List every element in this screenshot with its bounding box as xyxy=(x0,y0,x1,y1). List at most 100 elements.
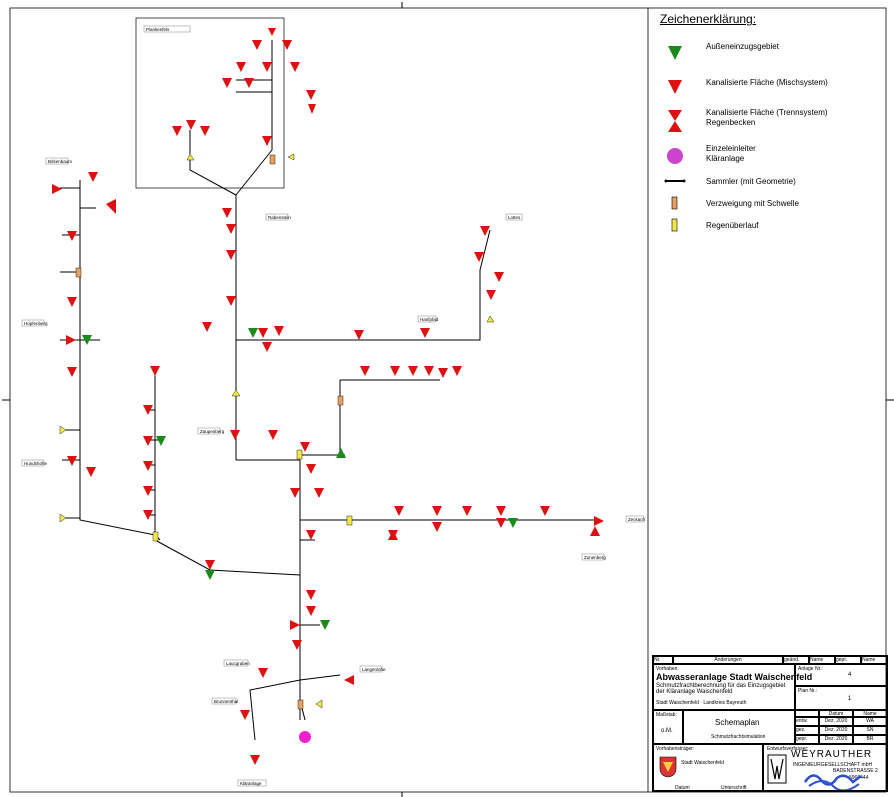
date-header-spacer xyxy=(795,710,819,717)
date-entw: Dez. 2020 xyxy=(819,717,853,726)
mixed-catchment-node xyxy=(250,755,260,765)
scale-label: Maßstab: xyxy=(656,712,677,718)
mixed-catchment-node xyxy=(236,62,246,72)
regen-overflow-marker xyxy=(346,515,353,526)
header-changes: Änderungen xyxy=(673,656,783,664)
overflow-marker xyxy=(59,513,67,523)
mixed-catchment-node xyxy=(200,126,210,136)
overflow-marker xyxy=(186,153,195,161)
coat-of-arms-icon xyxy=(659,756,677,778)
outer-catchment-icon xyxy=(668,46,682,60)
mixed-catchment-node xyxy=(222,208,232,218)
mixed-catchment-node xyxy=(394,506,404,516)
mixed-catchment-node xyxy=(306,530,316,540)
scale-cell xyxy=(653,710,683,744)
mixed-catchment-node xyxy=(143,436,153,446)
mixed-catchment-node xyxy=(88,172,98,182)
mixed-catchment-node xyxy=(67,367,77,377)
place-label: Zaupenberg xyxy=(200,429,225,434)
mixed-catchment-node xyxy=(420,328,430,338)
mixed-catchment-node xyxy=(408,366,418,376)
overflow-marker xyxy=(486,315,495,323)
overflow-marker xyxy=(231,389,241,397)
name-header: Name xyxy=(853,710,887,717)
mixed-catchment-node xyxy=(143,461,153,471)
collector-pipe-icon xyxy=(664,179,686,183)
mixed-catchment-node xyxy=(143,486,153,496)
plan-cell xyxy=(795,686,887,710)
legend-item-overflow: Regenüberlauf xyxy=(652,212,890,238)
branch-marker xyxy=(297,699,304,710)
mixed-catchment-node xyxy=(480,226,490,236)
mixed-catchment-node xyxy=(306,606,316,616)
mixed-catchment-node xyxy=(202,322,212,332)
mixed-catchment-node xyxy=(52,184,62,194)
mixed-catchment-node xyxy=(344,675,354,685)
branch-marker xyxy=(337,395,344,406)
place-label: Lottes xyxy=(508,215,521,220)
outer-catchment-node xyxy=(156,436,166,446)
mixed-catchment-node xyxy=(424,366,434,376)
mixed-catchment-node xyxy=(67,456,77,466)
name-entw: WA xyxy=(853,717,887,726)
mixed-catchment-node xyxy=(226,296,236,306)
mixed-catchment-node xyxy=(205,560,215,570)
header-checked: gepr. xyxy=(835,656,861,664)
role-gez: gez. xyxy=(795,726,819,735)
mixed-catchment-node xyxy=(496,506,506,516)
mixed-catchment-node xyxy=(240,710,250,720)
branch-weir-icon xyxy=(671,196,678,210)
project-location: Stadt Waischenfeld · Landkreis Bayreuth xyxy=(656,700,747,706)
legend-item-outer-catchment: Außeneinzugsgebiet xyxy=(652,40,890,66)
place-labels: Birkenbaum Hopfenberg Hundshöhe Rabenste… xyxy=(21,25,646,787)
date-gepr: Dez. 2020 xyxy=(819,735,853,744)
sponsor-value: Stadt Waischenfeld xyxy=(681,760,724,766)
outer-catchment-node xyxy=(508,518,518,528)
mixed-catchment-node xyxy=(258,328,268,338)
mixed-catchment-node xyxy=(67,231,77,241)
place-label: Zeckach xyxy=(628,517,646,522)
place-label: Hanfpfad xyxy=(420,317,439,322)
plan-title: Schemaplan xyxy=(715,718,760,727)
outer-catchment-node xyxy=(248,328,258,338)
role-entw: entw. xyxy=(795,717,819,726)
separate-system-icon xyxy=(668,110,682,132)
mixed-catchment-node xyxy=(268,430,278,440)
mixed-catchment-node xyxy=(143,405,153,415)
date-gez: Dez. 2020 xyxy=(819,726,853,735)
legend-label: Sammler (mit Geometrie) xyxy=(706,177,796,186)
mixed-catchment-node xyxy=(262,136,272,146)
overflow-icon xyxy=(671,218,678,232)
overflow-marker xyxy=(287,153,295,161)
mixed-catchment-node xyxy=(390,366,400,376)
author-label: Entwurfsverfasser: xyxy=(767,746,809,752)
company-address: BADENSTRASSE 2 xyxy=(833,768,878,774)
mixed-catchment-node xyxy=(226,250,236,260)
mixed-catchment-node xyxy=(462,506,472,516)
mixed-catchment-node xyxy=(262,342,272,352)
mixed-catchment-node xyxy=(354,330,364,340)
mixed-catchment-node xyxy=(496,518,506,528)
plan-label: Plan Nr.: xyxy=(798,688,818,694)
mixed-catchment-node xyxy=(314,488,324,498)
mixed-catchment-node xyxy=(306,90,316,100)
mixed-catchment-node xyxy=(452,366,462,376)
header-nr: Nr. xyxy=(653,656,673,664)
role-gepr: gepr. xyxy=(795,735,819,744)
mixed-catchment-node xyxy=(432,522,442,532)
mixed-catchment-node xyxy=(594,516,604,526)
treatment-plant-icon xyxy=(667,148,683,164)
mixed-catchment-node xyxy=(292,640,302,650)
title-block: Nr. Änderungen geänd. Name gepr. Name Vo… xyxy=(652,655,888,792)
company-logo-icon xyxy=(767,754,787,784)
legend-label: Außeneinzugsgebiet xyxy=(706,42,779,51)
header-name2: Name xyxy=(861,656,887,664)
place-label: Brunnenthal xyxy=(214,699,238,704)
mixed-catchment-node xyxy=(486,290,496,300)
mixed-catchment-node xyxy=(150,366,160,376)
legend-item-separate-system: Kanalisierte Fläche (Trennsystem) Regenb… xyxy=(652,106,890,136)
plan-subtitle: Schmutzfrachtsimulation xyxy=(711,734,766,740)
legend-label: Regenüberlauf xyxy=(706,221,759,230)
mixed-system-icon xyxy=(668,80,682,94)
